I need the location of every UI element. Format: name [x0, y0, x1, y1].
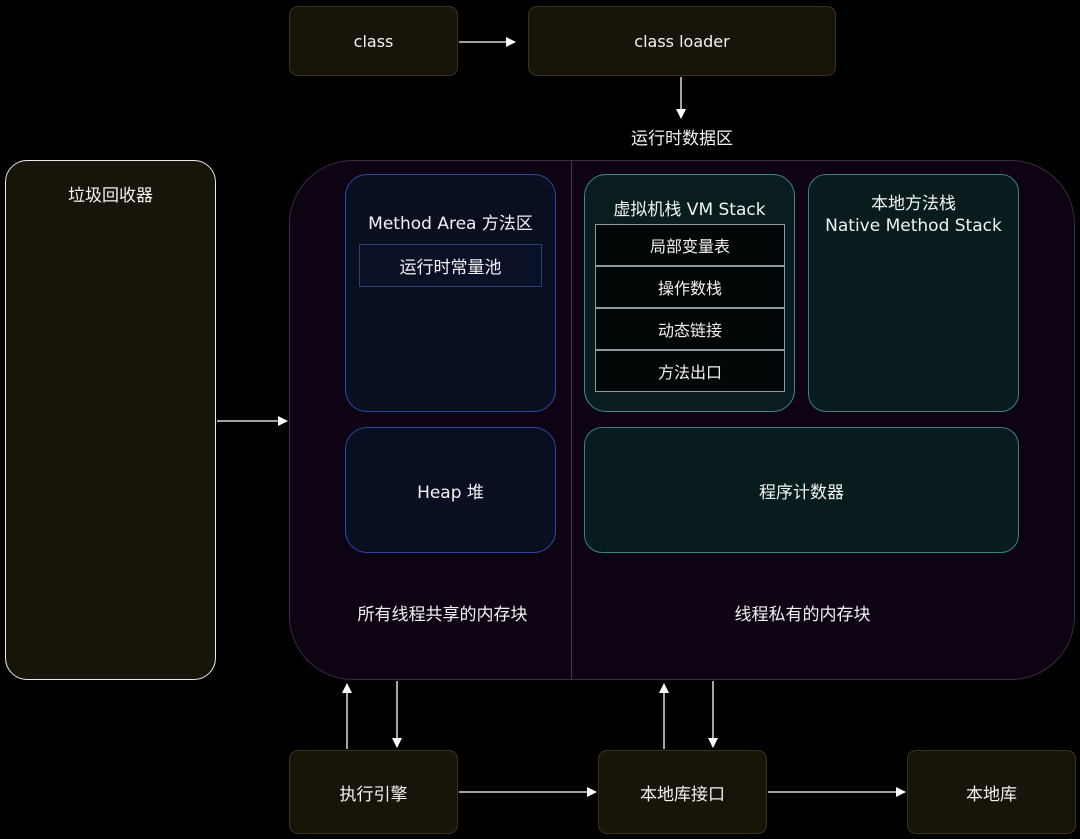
shared-memory-caption: 所有线程共享的内存块: [357, 605, 528, 625]
class-label: class: [353, 31, 394, 51]
native-interface-box: 本地库接口: [598, 750, 767, 834]
execution-engine-box: 执行引擎: [289, 750, 458, 834]
stack-row-dynamic-linking: 动态链接: [595, 308, 785, 350]
native-library-box: 本地库: [907, 750, 1076, 834]
stack-row-label: 操作数栈: [657, 279, 722, 298]
stack-row-label: 方法出口: [657, 363, 722, 382]
class-loader-box: class loader: [528, 6, 836, 76]
garbage-collector-label: 垃圾回收器: [68, 186, 153, 206]
method-area-label: Method Area 方法区: [368, 214, 533, 234]
execution-engine-label: 执行引擎: [339, 784, 408, 805]
heap-box: Heap 堆: [345, 427, 556, 553]
stack-row-return-address: 方法出口: [595, 350, 785, 392]
runtime-constant-pool-box: 运行时常量池: [359, 244, 542, 287]
native-method-stack-box: 本地方法栈 Native Method Stack: [808, 174, 1019, 412]
program-counter-box: 程序计数器: [584, 427, 1019, 553]
garbage-collector-box: 垃圾回收器: [5, 160, 216, 680]
stack-row-label: 动态链接: [657, 321, 722, 340]
native-method-stack-label-en: Native Method Stack: [825, 216, 1002, 236]
private-memory-caption: 线程私有的内存块: [734, 605, 871, 625]
heap-label: Heap 堆: [417, 482, 484, 503]
class-box: class: [289, 6, 458, 76]
class-loader-label: class loader: [634, 31, 730, 51]
stack-row-local-variables: 局部变量表: [595, 224, 785, 266]
native-interface-label: 本地库接口: [640, 784, 725, 805]
vm-stack-title: 虚拟机栈 VM Stack: [613, 200, 766, 220]
runtime-data-area-label: 运行时数据区: [631, 129, 733, 149]
native-library-label: 本地库: [966, 784, 1017, 805]
program-counter-label: 程序计数器: [759, 482, 844, 503]
native-method-stack-label-zh: 本地方法栈: [871, 194, 956, 214]
stack-row-label: 局部变量表: [649, 237, 730, 256]
shared-private-divider: [571, 160, 572, 680]
stack-row-operand-stack: 操作数栈: [595, 266, 785, 308]
runtime-constant-pool-label: 运行时常量池: [399, 258, 502, 278]
method-area-box: Method Area 方法区: [345, 174, 556, 412]
